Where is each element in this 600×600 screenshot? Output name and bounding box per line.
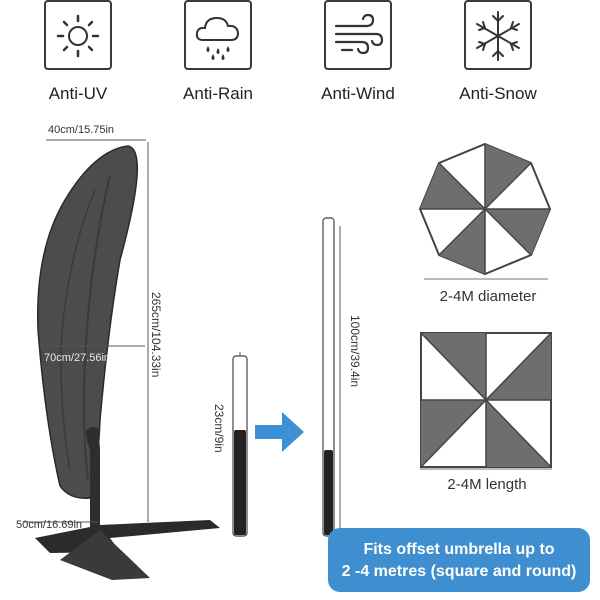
stand-pole <box>86 430 100 530</box>
bottom-width-label: 50cm/16.69in <box>16 519 83 531</box>
sun-icon <box>56 14 100 58</box>
round-umbrella <box>418 142 552 276</box>
banner-line-1: Fits offset umbrella up to <box>363 541 555 558</box>
wind-icon <box>334 13 384 55</box>
short-pole-label: 23cm/9in <box>212 404 226 453</box>
fit-info-banner: Fits offset umbrella up to 2 -4 metres (… <box>328 528 590 592</box>
feature-anti-rain <box>184 0 252 70</box>
feature-label-anti-uv: Anti-UV <box>48 84 108 103</box>
feature-label-anti-wind: Anti-Wind <box>321 84 395 103</box>
square-caption: 2-4M length <box>447 476 527 493</box>
rain-cloud-icon <box>195 16 240 60</box>
square-umbrella <box>420 332 552 468</box>
middle-width-label: 70cm/27.56in <box>44 352 111 364</box>
height-label: 265cm/104.33in <box>149 292 163 378</box>
top-width-label: 40cm/15.75in <box>48 124 115 136</box>
feature-label-anti-rain: Anti-Rain <box>183 84 253 103</box>
long-pole-label: 100cm/39.4in <box>348 315 362 388</box>
feature-label-anti-snow: Anti-Snow <box>459 84 537 103</box>
snowflake-icon <box>476 11 520 61</box>
feature-anti-uv <box>44 0 112 70</box>
arrow-icon <box>255 412 304 452</box>
banner-line-2: 2 -4 metres (square and round) <box>341 563 577 580</box>
feature-anti-snow <box>464 0 532 70</box>
round-caption: 2-4M diameter <box>439 288 537 305</box>
feature-anti-wind <box>324 0 392 70</box>
